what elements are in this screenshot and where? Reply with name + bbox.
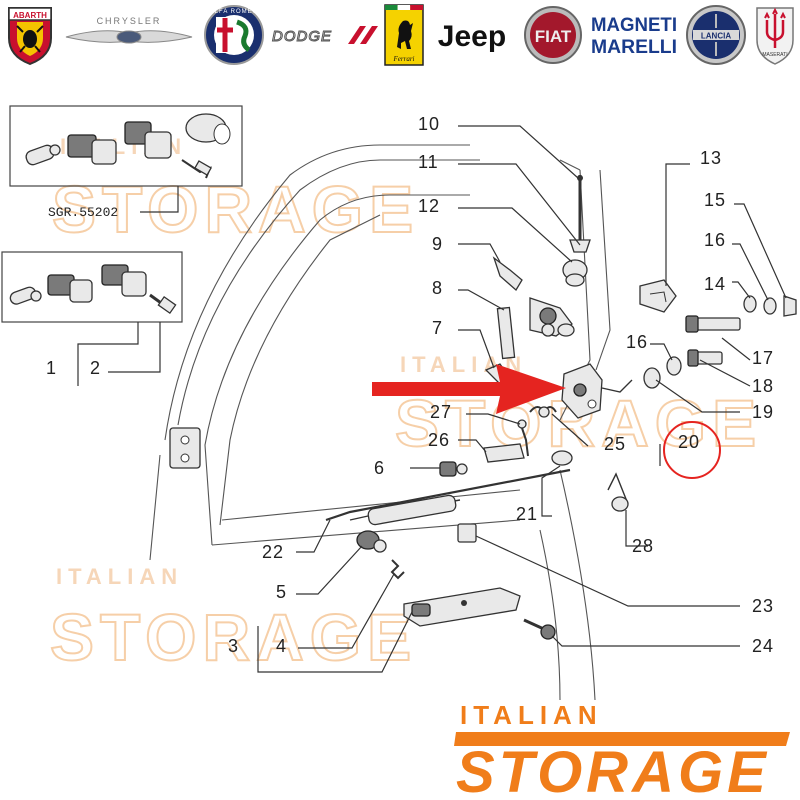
part-clip-23: [457, 523, 477, 543]
svg-text:FIAT: FIAT: [535, 27, 572, 46]
callout-16b: 16: [626, 332, 648, 352]
callout-13: 13: [700, 148, 722, 168]
watermark-bottom: ITALIAN STORAGE: [49, 564, 417, 675]
part-bolt-17: [685, 315, 741, 333]
callout-15: 15: [704, 190, 726, 210]
svg-text:DODGE: DODGE: [272, 28, 332, 45]
callout-28: 28: [632, 536, 654, 556]
callout-7: 7: [432, 318, 443, 338]
svg-text:CHRYSLER: CHRYSLER: [97, 16, 162, 26]
leader-lines: [257, 125, 787, 673]
part-grommet-12: [562, 259, 588, 287]
dodge-logo: DODGE: [270, 4, 378, 66]
jeep-logo: Jeep: [428, 4, 516, 66]
svg-text:ALFA ROMEO: ALFA ROMEO: [210, 9, 259, 15]
callout-16: 16: [704, 230, 726, 250]
callout-8: 8: [432, 278, 443, 298]
callout-9: 9: [432, 234, 443, 254]
callout-5: 5: [276, 582, 287, 602]
svg-text:ABARTH: ABARTH: [13, 11, 47, 20]
svg-text:MASERATI: MASERATI: [762, 52, 787, 58]
part-screw-24: [523, 618, 556, 640]
maserati-logo: MASERATI: [752, 4, 798, 66]
part-connector-6: [439, 461, 468, 477]
callout-21: 21: [516, 504, 538, 524]
part-bolt-18: [687, 349, 723, 367]
part-striker-13: [639, 279, 677, 313]
callout-11: 11: [418, 152, 439, 172]
lancia-logo: LANCIA: [684, 4, 748, 66]
part-bumper-28: [607, 472, 629, 512]
inset-lock-set-1-2: [1, 251, 183, 386]
red-pointer-arrow: [372, 364, 566, 414]
callout-12: 12: [418, 196, 440, 216]
door-frame-outline: [149, 144, 611, 701]
part-washers-16-19: [643, 356, 682, 389]
callout-19: 19: [752, 402, 774, 422]
svg-text:STORAGE: STORAGE: [52, 172, 419, 246]
part-bushing-5: [356, 530, 387, 553]
svg-text:ITALIAN: ITALIAN: [460, 700, 603, 730]
callout-23: 23: [752, 596, 774, 616]
callout-4: 4: [276, 636, 287, 656]
callout-26: 26: [428, 430, 450, 450]
callout-20: 20: [678, 432, 700, 452]
alfa-romeo-logo: ALFA ROMEO: [202, 4, 266, 66]
part-spring-4: [390, 559, 405, 580]
svg-text:STORAGE: STORAGE: [50, 600, 417, 674]
fiat-logo: FIAT: [522, 4, 584, 66]
callout-6: 6: [374, 458, 385, 478]
callout-24: 24: [752, 636, 774, 656]
callout-2: 2: [90, 358, 101, 378]
highlight-circle-20: [663, 421, 721, 479]
callout-1: 1: [46, 358, 57, 378]
abarth-logo: ABARTH: [2, 4, 58, 66]
svg-text:ITALIAN: ITALIAN: [56, 564, 183, 589]
part-clip-21: [551, 450, 573, 466]
callout-22: 22: [262, 542, 284, 562]
svg-text:Ferrari: Ferrari: [393, 55, 415, 63]
callout-17: 17: [752, 348, 774, 368]
svg-text:MARELLI: MARELLI: [591, 37, 677, 58]
ferrari-logo: Ferrari: [382, 4, 426, 66]
callout-labels: 1 2 3 4 5 6 7 8 9 10 11 12 13 14 15 16 1…: [46, 114, 774, 656]
part-washers-14-16: [743, 295, 797, 317]
svg-text:Jeep: Jeep: [438, 20, 506, 53]
part-rod-22: [325, 468, 571, 526]
chrysler-logo: CHRYSLER: [62, 4, 196, 66]
part-spring-25: [529, 406, 557, 418]
part-interior-handle-3: [403, 587, 521, 627]
part-rod-11: [569, 175, 591, 253]
watermark-top: ITALIAN STORAGE: [51, 134, 419, 247]
part-clip-26: [483, 443, 525, 463]
callout-25: 25: [604, 434, 626, 454]
svg-text:STORAGE: STORAGE: [456, 740, 770, 800]
callout-3: 3: [228, 636, 239, 656]
callout-18: 18: [752, 376, 774, 396]
svg-text:MAGNETI: MAGNETI: [591, 15, 677, 36]
svg-text:SGR.55202: SGR.55202: [48, 205, 118, 220]
callout-10: 10: [418, 114, 440, 134]
part-lock-mechanism-20: [561, 363, 633, 419]
inset-lock-set-sgr: SGR.55202: [9, 105, 243, 220]
svg-text:LANCIA: LANCIA: [701, 32, 731, 41]
callout-27: 27: [430, 402, 452, 422]
callout-14: 14: [704, 274, 726, 294]
italian-storage-logo: ITALIAN STORAGE: [454, 700, 790, 800]
part-actuator-8: [496, 297, 575, 360]
part-bracket-9: [492, 256, 523, 292]
brand-logo-bar: ABARTH CHRYSLER ALFA ROMEO: [0, 0, 800, 72]
magneti-marelli-logo: MAGNETI MARELLI: [588, 4, 680, 66]
